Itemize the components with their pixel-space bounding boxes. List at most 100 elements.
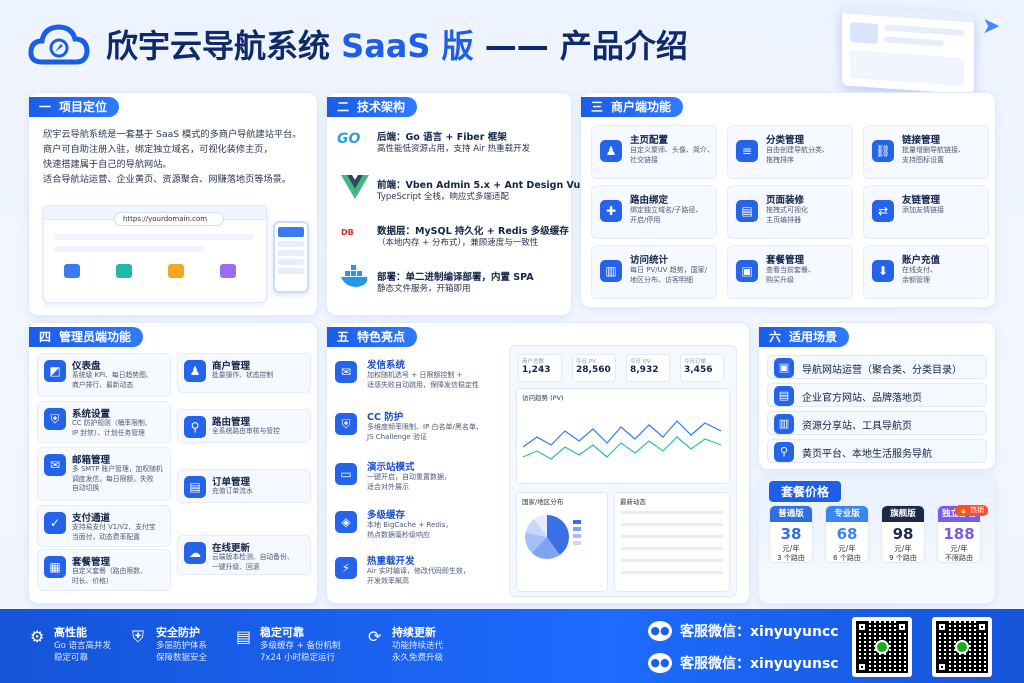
feature-desc: 在线支付、 (902, 266, 937, 274)
section-title: 四管理员端功能 (29, 327, 144, 347)
admin-feature-icon: ⚲ (184, 416, 206, 438)
footer-feature-desc: 稳定可靠 (54, 653, 89, 663)
highlight-title: 热重载开发 (367, 556, 415, 567)
stat-label: 今日订单 (684, 359, 707, 365)
intro-text: 快速搭建属于自己的导航网站。 (43, 159, 172, 170)
feature-icon: ▤ (736, 200, 758, 222)
stat-label: 今日 PV (576, 359, 596, 365)
feature-card: ⬇账户充值在线支付、余额管理 (863, 245, 989, 299)
admin-feature-card: ▤订单管理充值订单流水 (177, 469, 311, 503)
admin-feature-card: ✓支付通道支持易支付 V1/V2、支付宝当面付，动态费率配置 (37, 505, 171, 547)
stat-value: 8,932 (630, 365, 659, 375)
recent-activity: 最新动态 (614, 492, 730, 592)
phone-mockup (273, 221, 309, 293)
wechat-contact-2[interactable]: 客服微信：xinyuyunsc (680, 656, 839, 672)
admin-feature-desc: 时长、价格） (72, 576, 113, 585)
trend-lines (522, 420, 722, 460)
feature-card: ♟主页配置自定义聚师、头像、简介、社交链接 (591, 125, 717, 179)
use-case-label: 导航网站运营（聚合类、分类目录） (802, 365, 962, 376)
vue-logo-icon (341, 175, 371, 199)
admin-feature-icon: ☁ (184, 542, 206, 564)
feature-title: 友链管理 (902, 195, 941, 206)
feature-title: 页面装修 (766, 195, 805, 206)
footer-feature: 安全防护多层防护体系保障数据安全 (156, 624, 207, 664)
admin-feature-desc: 一键升级、回滚 (212, 562, 260, 571)
feature-icon: ▣ (736, 260, 758, 282)
feature-desc: 自由创建导航分类、 (766, 146, 829, 154)
use-case-item: ▤企业官方网站、品牌落地页 (767, 383, 987, 407)
qr-code-2 (932, 617, 992, 677)
plan-unit: 元/年 (838, 544, 856, 553)
use-case-icon: ▥ (774, 414, 794, 434)
feature-card: ⇄友链管理添加友情链接 (863, 185, 989, 239)
stat-label: 商户总数 (522, 359, 545, 365)
highlight-icon: ▭ (335, 463, 357, 485)
section-admin-features: 四管理员端功能 ◩仪表盘系统级 KPI、每日趋势图、商户排行、最新动态♟商户管理… (28, 322, 318, 604)
header-dashboard-illustration (842, 5, 974, 95)
admin-feature-desc: 自定义套餐（路由限数、 (72, 567, 147, 575)
highlight-desc: Air 实时编译，修改代码即生效， (367, 567, 470, 575)
wechat-icon: ●● (648, 621, 672, 641)
geo-distribution: 国家/地区分布 (516, 492, 608, 592)
admin-feature-desc: 当面付，动态费率配置 (72, 532, 140, 541)
footer-feature-desc: Go 语言高并发 (54, 641, 111, 651)
highlight-title: 发信系统 (367, 360, 406, 371)
tech-desc: TypeScript 全栈，响应式多端适配 (377, 192, 509, 202)
trend-chart-label: 访问趋势 (PV) (522, 394, 564, 402)
footer-feature-desc: 保障数据安全 (156, 653, 208, 663)
plan-unit: 元/年 (782, 544, 800, 553)
footer-feature-desc: 7x24 小时稳定运行 (260, 653, 335, 663)
intro-text: 欣宇云导航系统是一套基于 SaaS 模式的多商户导航建站平台。 (43, 129, 302, 140)
admin-feature-card: ♟商户管理批量操作、状态控制 (177, 353, 311, 393)
footer-icon: ⛨ (132, 627, 145, 646)
highlight-title: CC 防护 (367, 412, 404, 423)
feature-title: 套餐管理 (766, 255, 805, 266)
feature-icon: ⇄ (872, 200, 894, 222)
feature-card: ≡分类管理自由创建导航分类、拖拽排序 (727, 125, 853, 179)
highlight-icon: ⛨ (335, 413, 357, 435)
use-case-item: ▣导航网站运营（聚合类、分类目录） (767, 355, 987, 379)
feature-desc: 批量增删导航链接、 (902, 146, 965, 154)
footer-feature-title: 持续更新 (392, 626, 436, 639)
feature-desc: 绑定独立域名/子路径、 (630, 206, 703, 214)
intro-text: 适合导航站运营、企业黄页、资源聚合、网赚落地页等场景。 (43, 174, 292, 185)
feature-desc: 开启/停用 (630, 216, 661, 224)
section-tech-architecture: 二技术架构 GO 后端：Go 语言 + Fiber 框架高性能低资源占用，支持 … (326, 92, 587, 316)
plan-price: 38 (780, 525, 802, 543)
footer-icon: ⚙ (30, 627, 45, 646)
tech-heading: 后端：Go 语言 + Fiber 框架 (377, 132, 507, 143)
feature-card: ▣套餐管理查看当前套餐、购买升级 (727, 245, 853, 299)
feature-desc: 购买升级 (766, 276, 794, 284)
footer-icon: ▤ (236, 627, 252, 646)
page-title: 欣宇云导航系统 SaaS 版 —— 产品介绍 (106, 27, 688, 65)
admin-feature-card: ▦套餐管理自定义套餐（路由限数、时长、价格） (37, 549, 171, 591)
feature-desc: 社交链接 (630, 156, 658, 164)
footer-feature-title: 高性能 (54, 626, 87, 639)
admin-feature-desc: 云端版本检测、自动备份、 (212, 553, 294, 561)
plan-unit: 元/年 (950, 544, 968, 553)
plan-routes: 9 个路由 (889, 554, 917, 562)
trend-chart: 访问趋势 (PV) (516, 388, 730, 484)
highlight-icon: ⚡ (335, 557, 357, 579)
admin-feature-title: 系统设置 (72, 409, 111, 420)
highlight-desc: 加权随机选号 + 日限额控制 + (367, 371, 463, 379)
highlight-desc: 本地 BigCache + Redis， (367, 521, 453, 529)
admin-feature-desc: CC 防护规则（桶率限制、 (72, 419, 152, 427)
admin-feature-icon: ▤ (184, 476, 206, 498)
stat-value: 1,243 (522, 365, 551, 375)
pricing-title: 套餐价格 (769, 481, 842, 502)
admin-feature-desc: 系统级 KPI、每日趋势图、 (72, 371, 153, 379)
admin-feature-icon: ♟ (184, 360, 206, 382)
feature-desc: 自定义聚师、头像、简介、 (630, 146, 714, 154)
feature-title: 访问统计 (630, 255, 669, 266)
wechat-contact-1[interactable]: 客服微信：xinyuyuncc (680, 624, 839, 640)
feature-icon: ✚ (600, 200, 622, 222)
section-merchant-features: 三商户端功能 ♟主页配置自定义聚师、头像、简介、社交链接≡分类管理自由创建导航分… (580, 92, 996, 308)
